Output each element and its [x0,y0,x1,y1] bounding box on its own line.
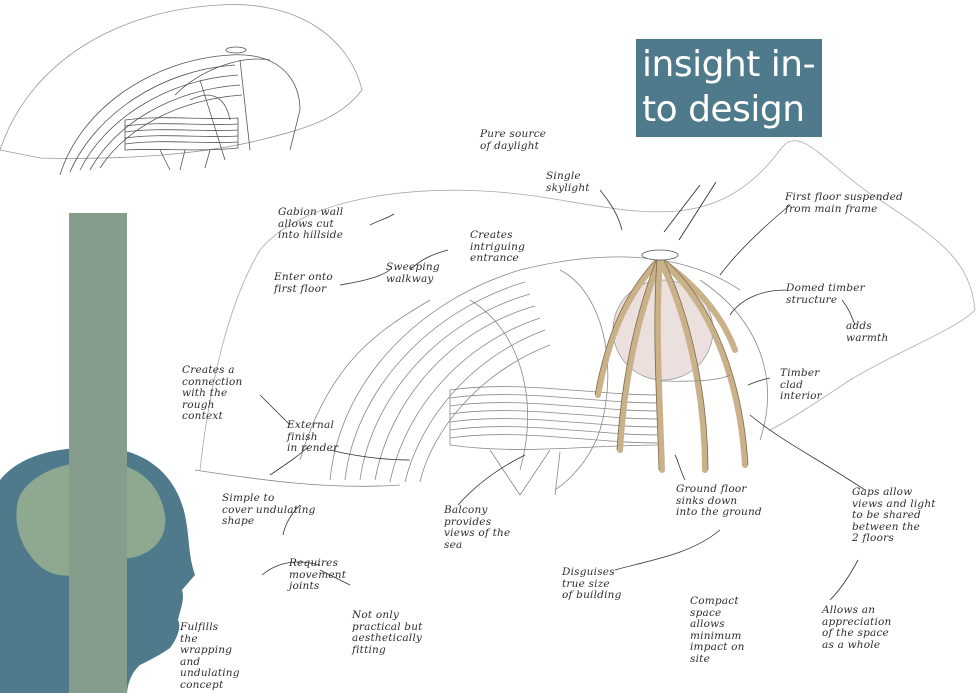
note-appreciation: Allows an appreciation of the space as a… [822,604,892,651]
leader-lines [259,189,866,601]
note-skylight: Single skylight [546,170,590,194]
page-title: insight in- to design [636,39,822,137]
note-first-floor-entry: Enter onto first floor [274,271,333,295]
note-render: External finish in render [287,419,339,454]
note-compact: Compact space allows minimum impact on s… [690,595,745,665]
note-domed: Domed timber structure [786,282,865,306]
note-suspended: First floor suspended from main frame [785,191,903,215]
note-timber-interior: Timber clad interior [780,367,822,402]
note-connection: Creates a connection with the rough cont… [182,364,243,422]
daylight-arrows [663,181,717,241]
note-entrance: Creates intriguing entrance [470,229,526,264]
note-walkway: Sweeping walkway [386,261,440,285]
note-movement: Requires movement joints [289,557,347,592]
note-daylight: Pure source of daylight [480,128,547,152]
note-practical: Not only practical but aesthetically fit… [352,609,423,656]
note-gaps: Gaps allow views and light to be shared … [852,486,936,544]
note-warmth: adds warmth [846,320,889,344]
title-line-2: to design [642,89,805,130]
note-simple: Simple to cover undulating shape [222,492,316,527]
small-sketch [0,4,363,176]
note-disguises: Disguises true size of building [562,566,622,601]
note-balcony: Balcony provides views of the sea [444,504,511,551]
note-gabion: Gabion wall allows cut into hillside [278,206,344,241]
timber-dome [594,249,749,473]
accent-bar [69,213,127,693]
title-line-1: insight in- [642,44,816,85]
note-ground-floor: Ground floor sinks down into the ground [676,483,762,518]
note-fulfills: Fulfills the wrapping and undulating con… [180,621,240,691]
